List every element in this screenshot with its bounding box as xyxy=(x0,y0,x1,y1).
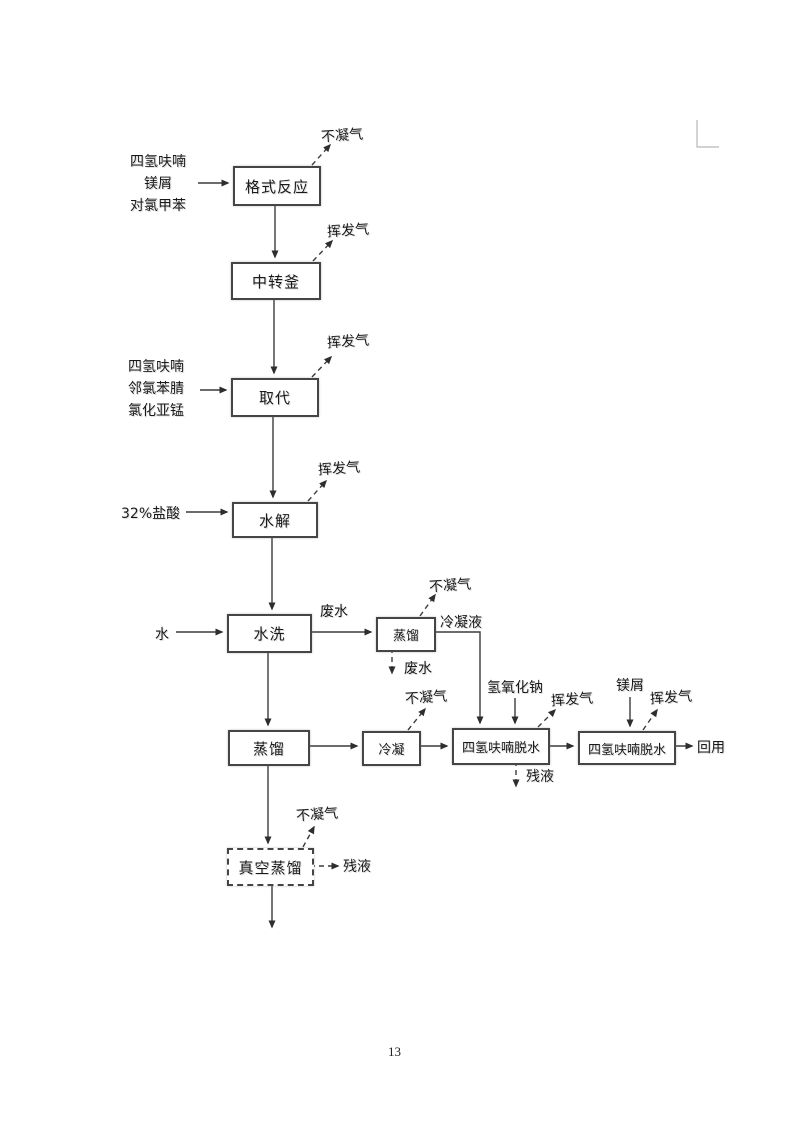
arrow-hydrolysis-volatile-gas xyxy=(307,479,328,502)
input-magnesium: 镁屑 xyxy=(144,176,172,192)
arrow-condensate-to-dehydration1 xyxy=(432,631,484,725)
label-residual-liquid-2: 残液 xyxy=(343,859,371,875)
label-volatile-gas-5: 挥发气 xyxy=(649,688,693,708)
arrow-dehydration1-volatile-gas xyxy=(537,708,557,728)
label-volatile-gas-4: 挥发气 xyxy=(550,690,594,710)
box-distillation-a: 蒸馏 xyxy=(376,617,436,652)
box-transfer-kettle: 中转釜 xyxy=(231,262,321,300)
label-noncondensable-gas-2: 不凝气 xyxy=(428,576,472,596)
corner-mark xyxy=(696,120,719,148)
label-noncondensable-gas-1: 不凝气 xyxy=(320,126,364,146)
box-water-washing: 水洗 xyxy=(227,614,312,653)
arrow-dehydration2-volatile-gas xyxy=(642,708,658,731)
arrow-condensation-noncondensable-gas xyxy=(407,707,426,731)
input-p-chlorotoluene: 对氯甲苯 xyxy=(130,198,186,214)
label-noncondensable-gas-3: 不凝气 xyxy=(404,688,448,708)
box-hydrolysis: 水解 xyxy=(232,502,318,538)
box-substitution: 取代 xyxy=(231,378,319,417)
box-vacuum-distillation: 真空蒸馏 xyxy=(227,848,314,886)
arrow-grignard-noncondensable-gas xyxy=(311,143,332,166)
arrow-distillation-a-noncondensable-gas xyxy=(419,593,436,617)
label-wastewater-2: 废水 xyxy=(404,661,432,677)
input-water: 水 xyxy=(155,627,169,643)
input-o-chlorobenzonitrile: 邻氯苯腈 xyxy=(128,381,184,397)
label-reuse: 回用 xyxy=(697,740,725,756)
label-wastewater-1: 废水 xyxy=(320,604,348,620)
box-distillation-b: 蒸馏 xyxy=(228,730,310,766)
input-manganese-chloride: 氯化亚锰 xyxy=(128,403,184,419)
label-volatile-gas-3: 挥发气 xyxy=(317,459,361,479)
label-volatile-gas-2: 挥发气 xyxy=(326,332,370,352)
box-thf-dehydration-2: 四氢呋喃脱水 xyxy=(578,731,676,765)
label-magnesium-shavings: 镁屑 xyxy=(616,678,644,694)
page-number: 13 xyxy=(388,1044,401,1059)
input-thf-2: 四氢呋喃 xyxy=(128,359,184,375)
box-thf-dehydration-1: 四氢呋喃脱水 xyxy=(452,728,550,765)
label-noncondensable-gas-4: 不凝气 xyxy=(295,805,339,825)
label-sodium-hydroxide: 氢氧化钠 xyxy=(487,680,543,696)
arrow-vacuum-noncondensable-gas xyxy=(302,825,315,848)
box-condensation: 冷凝 xyxy=(362,731,421,766)
input-block-grignard: 四氢呋喃 镁屑 对氯甲苯 xyxy=(118,151,198,217)
label-volatile-gas-1: 挥发气 xyxy=(326,221,370,241)
box-grignard-reaction: 格式反应 xyxy=(233,166,321,206)
label-condensate: 冷凝液 xyxy=(440,615,482,631)
input-thf-1: 四氢呋喃 xyxy=(130,154,186,170)
arrow-substitution-volatile-gas xyxy=(311,355,333,378)
input-hydrochloric-acid: 32%盐酸 xyxy=(121,506,181,522)
input-block-substitution: 四氢呋喃 邻氯苯腈 氯化亚锰 xyxy=(112,356,200,422)
arrow-transfer-volatile-gas xyxy=(312,239,334,262)
label-residual-liquid-1: 残液 xyxy=(526,769,554,785)
